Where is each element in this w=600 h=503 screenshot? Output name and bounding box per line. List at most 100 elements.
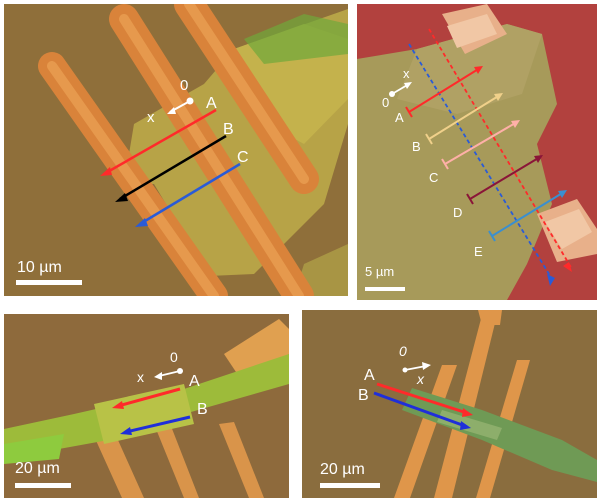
line-b [373,391,466,428]
electrode-3-highlight [184,4,309,184]
line-b-arrowhead [120,427,132,435]
scale-bar-label: 10 µm [17,259,62,276]
dashed-guide-red [428,28,573,270]
sample-flake [402,388,597,482]
line-label-b: B [223,121,234,138]
axis-indicator: 0 x [382,66,412,110]
line-e-tick [488,230,496,242]
axis-origin-label: 0 [399,343,407,359]
line-b [119,134,227,201]
line-b-arrowhead [460,421,471,430]
axis-arrow-head [167,107,176,114]
electrodes [442,4,597,262]
micrograph-bottom-left: 0 x A B 20 µm [4,314,289,498]
axis-x-label: x [416,371,425,387]
line-a [408,67,481,113]
electrode-2-highlight [119,14,304,296]
measurement-lines [373,382,473,430]
line-e [491,191,565,237]
line-d [469,156,541,200]
line-b [125,415,191,434]
axis-x-label: x [147,109,155,126]
electrode-top-right [224,319,289,384]
axis-origin-label: 0 [382,95,389,110]
line-d-arrowhead [534,155,543,163]
line-b-arrowhead [494,93,503,101]
line-c-arrowhead [511,120,520,128]
line-label-e: E [474,244,483,259]
blue-guide-arrow [547,274,555,286]
electrode-1-pad [478,310,502,325]
line-label-a: A [364,367,375,384]
axis-arrow [404,365,427,371]
axis-arrow-head [154,372,162,380]
line-a-arrowhead [462,408,473,417]
line-a-tick [405,106,413,118]
line-label-b: B [412,139,421,154]
measurement-lines [112,387,191,435]
line-b-tick [425,133,433,145]
line-label-b: B [197,401,208,418]
line-c [444,121,518,165]
line-label-a: A [206,95,217,112]
line-a [376,382,468,415]
scale-bar-label: 5 µm [365,264,394,279]
electrode-bottom-3 [219,422,264,498]
electrode-1-highlight [47,61,219,296]
flake-overlap [94,384,194,444]
electrode-bottom-highlight [545,209,592,249]
measurement-lines [405,66,567,242]
electrode-top-highlight [447,14,497,48]
micrograph-panel-bottom-left: 0 x A B 20 µm [4,314,289,498]
micrograph-top-right: 0 x A B C D E 5 µm [357,4,597,300]
micrograph-panel-bottom-right: 0 x A B 20 µm [302,310,597,498]
line-c [139,162,241,226]
scale-bar-label: 20 µm [320,461,365,478]
micrograph-panel-top-right: 0 x A B C D E 5 µm [357,4,597,300]
axis-indicator: 0 x [399,343,431,387]
scale-bar [320,483,380,488]
axis-arrow [158,370,181,377]
line-label-c: C [429,170,438,185]
dashed-guide-blue [408,43,553,280]
scale-bar-label: 20 µm [15,460,60,477]
scale-bar [365,287,405,291]
line-a-arrowhead [474,66,483,74]
micrograph-bottom-right: 0 x A B 20 µm [302,310,597,498]
axis-origin-label: 0 [180,77,188,94]
scale-bar [16,280,82,285]
line-e-arrowhead [558,190,567,198]
axis-x-label: x [137,369,144,385]
line-a [103,108,217,176]
red-guide-arrow [563,262,572,272]
axis-indicator: 0 x [147,77,194,126]
line-label-c: C [237,149,249,166]
axis-origin-dot [186,97,194,105]
line-label-a: A [189,373,200,390]
line-d-tick [466,193,474,205]
micrograph-panel-top-left: 0 x A B C 10 µm [4,4,348,296]
axis-arrow-head [404,82,412,89]
line-label-b: B [358,387,369,404]
flake-region [437,410,502,440]
axis-x-label: x [403,66,410,81]
electrodes [38,4,348,296]
line-b-arrowhead [115,193,128,202]
line-label-d: D [453,205,462,220]
axis-arrow-head [422,362,431,370]
scale-bar [15,483,71,488]
line-b [428,94,501,140]
line-a-arrowhead [100,167,112,176]
measurement-lines [100,108,241,227]
flake-region [397,24,542,114]
contact-pad [244,14,348,64]
flake-tail [4,434,64,464]
axis-origin-label: 0 [170,349,178,365]
axis-indicator: 0 x [137,349,183,385]
line-a [117,387,181,408]
micrograph-top-left: 0 x A B C 10 µm [4,4,348,296]
line-label-a: A [395,110,404,125]
electrode-bottom-2 [154,421,199,498]
line-c-arrowhead [135,218,148,227]
line-c-tick [441,158,449,170]
